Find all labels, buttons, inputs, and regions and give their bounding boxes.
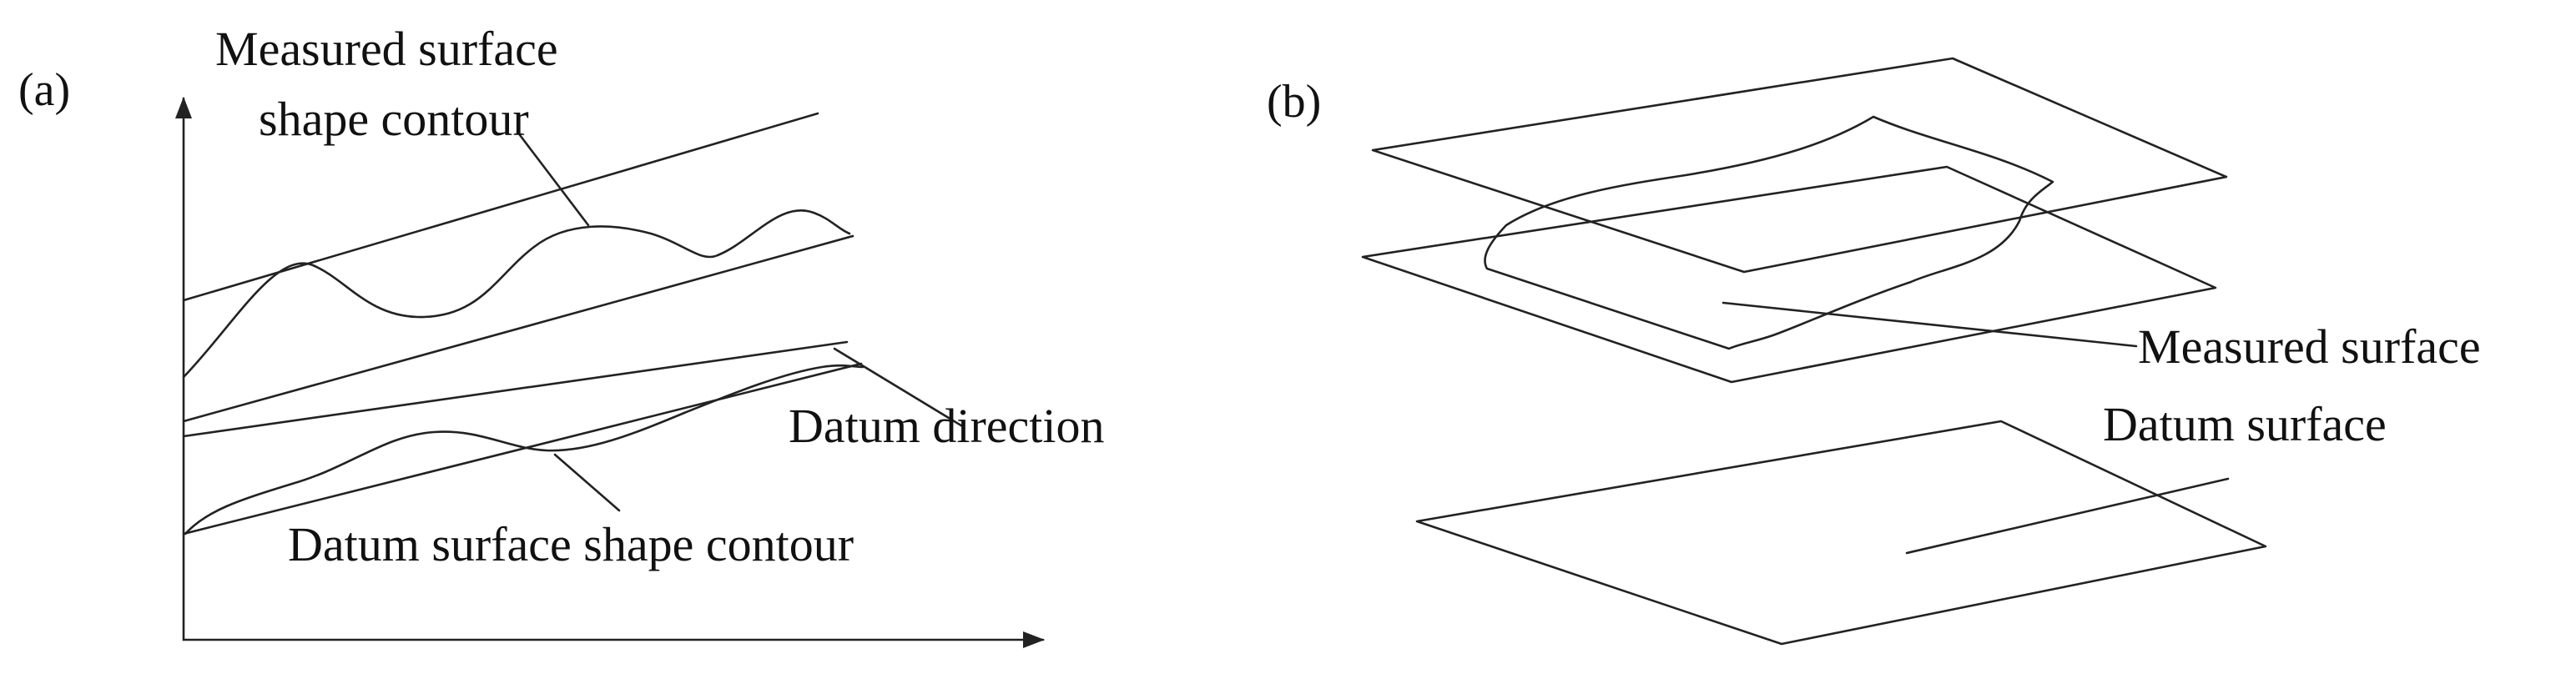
datum-direction-label: Datum direction [789, 399, 1105, 453]
datum-contour-label: Datum surface shape contour [288, 517, 854, 571]
top-plane [1371, 57, 2228, 274]
panel-a: (a) Measured surface shape contour Datum… [18, 22, 1105, 648]
measured-contour-label-line1: Measured surface [215, 22, 558, 76]
measured-contour-leader [516, 130, 590, 227]
panel-b: (b) Measured surface Datum surface [1267, 57, 2481, 646]
panel-b-label: (b) [1267, 76, 1321, 128]
datum-plane [1415, 420, 2267, 646]
datum-shape-contour [184, 364, 865, 536]
measured-shape-contour [182, 209, 851, 379]
measured-plane [1361, 165, 2217, 384]
datum-direction-leader [833, 347, 965, 429]
panel-a-label: (a) [18, 64, 70, 116]
datum-contour-leader [553, 453, 621, 512]
datum-band-lower-line [182, 362, 863, 536]
measured-band-upper-line [182, 112, 819, 302]
datum-surface-label: Datum surface [2103, 397, 2387, 451]
measured-surface-leader [1722, 301, 2138, 348]
measured-irregular-surface [1484, 115, 2054, 350]
measured-band-lower-line [182, 234, 854, 423]
datum-band-upper-line [182, 340, 849, 438]
measured-surface-label: Measured surface [2138, 319, 2481, 374]
datum-surface-leader [1905, 477, 2230, 555]
measured-contour-label-line2: shape contour [259, 92, 529, 146]
